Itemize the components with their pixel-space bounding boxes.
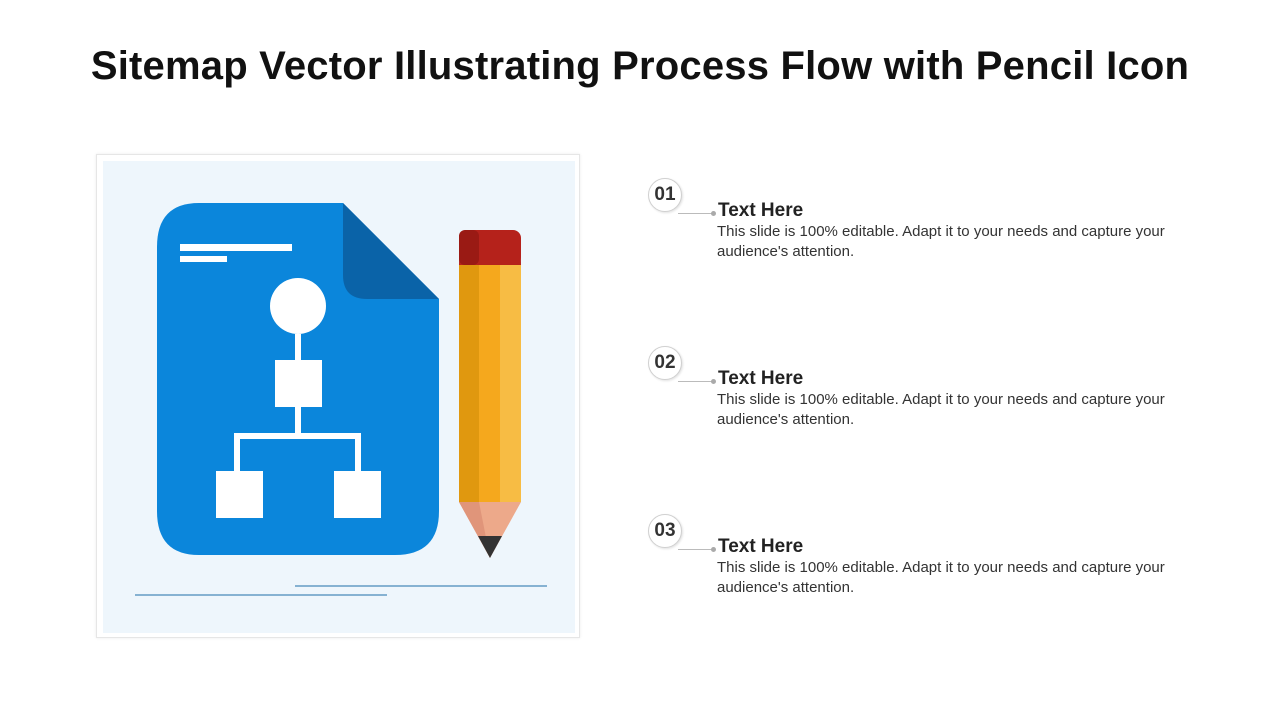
illustration-canvas: [103, 161, 575, 633]
document-text-line: [180, 244, 292, 251]
sitemap-connector: [234, 433, 240, 471]
slide-title: Sitemap Vector Illustrating Process Flow…: [90, 44, 1190, 88]
sitemap-connector: [295, 407, 301, 433]
item-number-badge: 01: [648, 178, 682, 212]
item-number-badge: 02: [648, 346, 682, 380]
sitemap-leaf-node: [334, 471, 381, 518]
item-description: This slide is 100% editable. Adapt it to…: [717, 391, 1165, 428]
pencil-body: [459, 265, 479, 502]
sitemap-leaf-node: [216, 471, 263, 518]
document-text-line: [180, 256, 227, 262]
item-heading: Text Here: [718, 368, 804, 389]
item-heading: Text Here: [718, 536, 804, 557]
item-description: This slide is 100% editable. Adapt it to…: [717, 223, 1165, 260]
sitemap-connector: [295, 334, 301, 360]
item-connector-dot: [711, 379, 716, 384]
item-number-badge: 03: [648, 514, 682, 548]
pencil-lead: [478, 536, 502, 558]
sitemap-middle-node: [275, 360, 322, 407]
item-connector-line: [678, 213, 714, 214]
list-item-03: 03 Text Here This slide is 100% editable…: [648, 514, 1188, 624]
item-connector-line: [678, 381, 714, 382]
list-item-01: 01 Text Here This slide is 100% editable…: [648, 178, 1188, 288]
sitemap-connector: [234, 433, 361, 439]
item-connector-dot: [711, 547, 716, 552]
sitemap-connector: [355, 433, 361, 471]
list-item-02: 02 Text Here This slide is 100% editable…: [648, 346, 1188, 456]
item-description: This slide is 100% editable. Adapt it to…: [717, 559, 1165, 596]
item-connector-line: [678, 549, 714, 550]
item-heading: Text Here: [718, 200, 804, 221]
sitemap-root-node: [270, 278, 326, 334]
pencil-icon: [459, 230, 521, 558]
sitemap-document-icon: [157, 203, 439, 555]
illustration-frame: [96, 154, 580, 638]
document-folded-corner: [343, 203, 439, 299]
item-connector-dot: [711, 211, 716, 216]
